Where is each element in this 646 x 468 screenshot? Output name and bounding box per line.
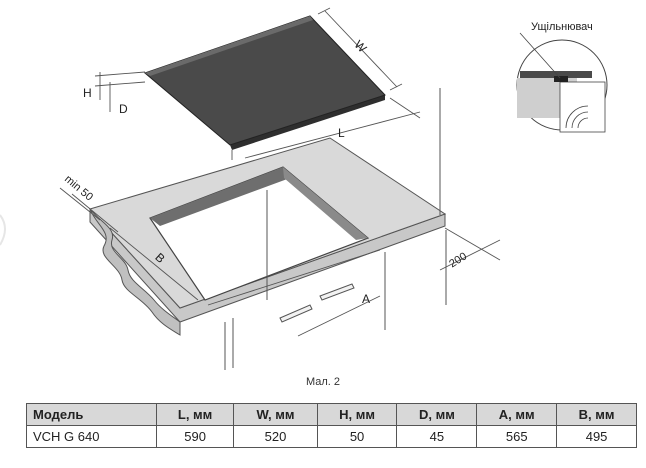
cell-d: 45: [396, 425, 478, 448]
width-label: W: [352, 38, 370, 56]
height-label: H: [83, 86, 92, 100]
hob: [144, 15, 386, 150]
header-b: B, мм: [556, 403, 637, 426]
header-model: Модель: [26, 403, 157, 426]
installation-diagram: W L H D min 50 B A 200 Ущільнювач: [0, 7, 608, 370]
header-a: A, мм: [476, 403, 558, 426]
cell-l: 590: [155, 425, 235, 448]
length-label: L: [338, 126, 345, 140]
header-d: D, мм: [396, 403, 478, 426]
seal-detail: [516, 32, 608, 133]
header-w: W, мм: [233, 403, 318, 426]
figure-caption: Мал. 2: [305, 376, 341, 388]
cell-a: 565: [476, 425, 558, 448]
header-h: H, мм: [316, 403, 398, 426]
cell-h: 50: [316, 425, 398, 448]
seal-label: Ущільнювач: [531, 21, 593, 33]
depth-label: D: [119, 102, 128, 116]
cell-w: 520: [233, 425, 318, 448]
cell-b: 495: [556, 425, 637, 448]
table-header-row: Модель L, мм W, мм H, мм D, мм A, мм B, …: [26, 403, 637, 426]
header-l: L, мм: [155, 403, 235, 426]
drawer-handles: [279, 283, 355, 323]
cabinet: [224, 88, 447, 370]
dimension-lines: [59, 7, 501, 337]
spec-table: Модель L, мм W, мм H, мм D, мм A, мм B, …: [26, 403, 637, 448]
clearance-label: 200: [447, 250, 469, 270]
cell-model: VCH G 640: [26, 425, 157, 448]
table-row: VCH G 640 590 520 50 45 565 495: [26, 425, 637, 448]
cutout-a-label: A: [362, 292, 370, 306]
edge-decoration: [0, 214, 6, 246]
